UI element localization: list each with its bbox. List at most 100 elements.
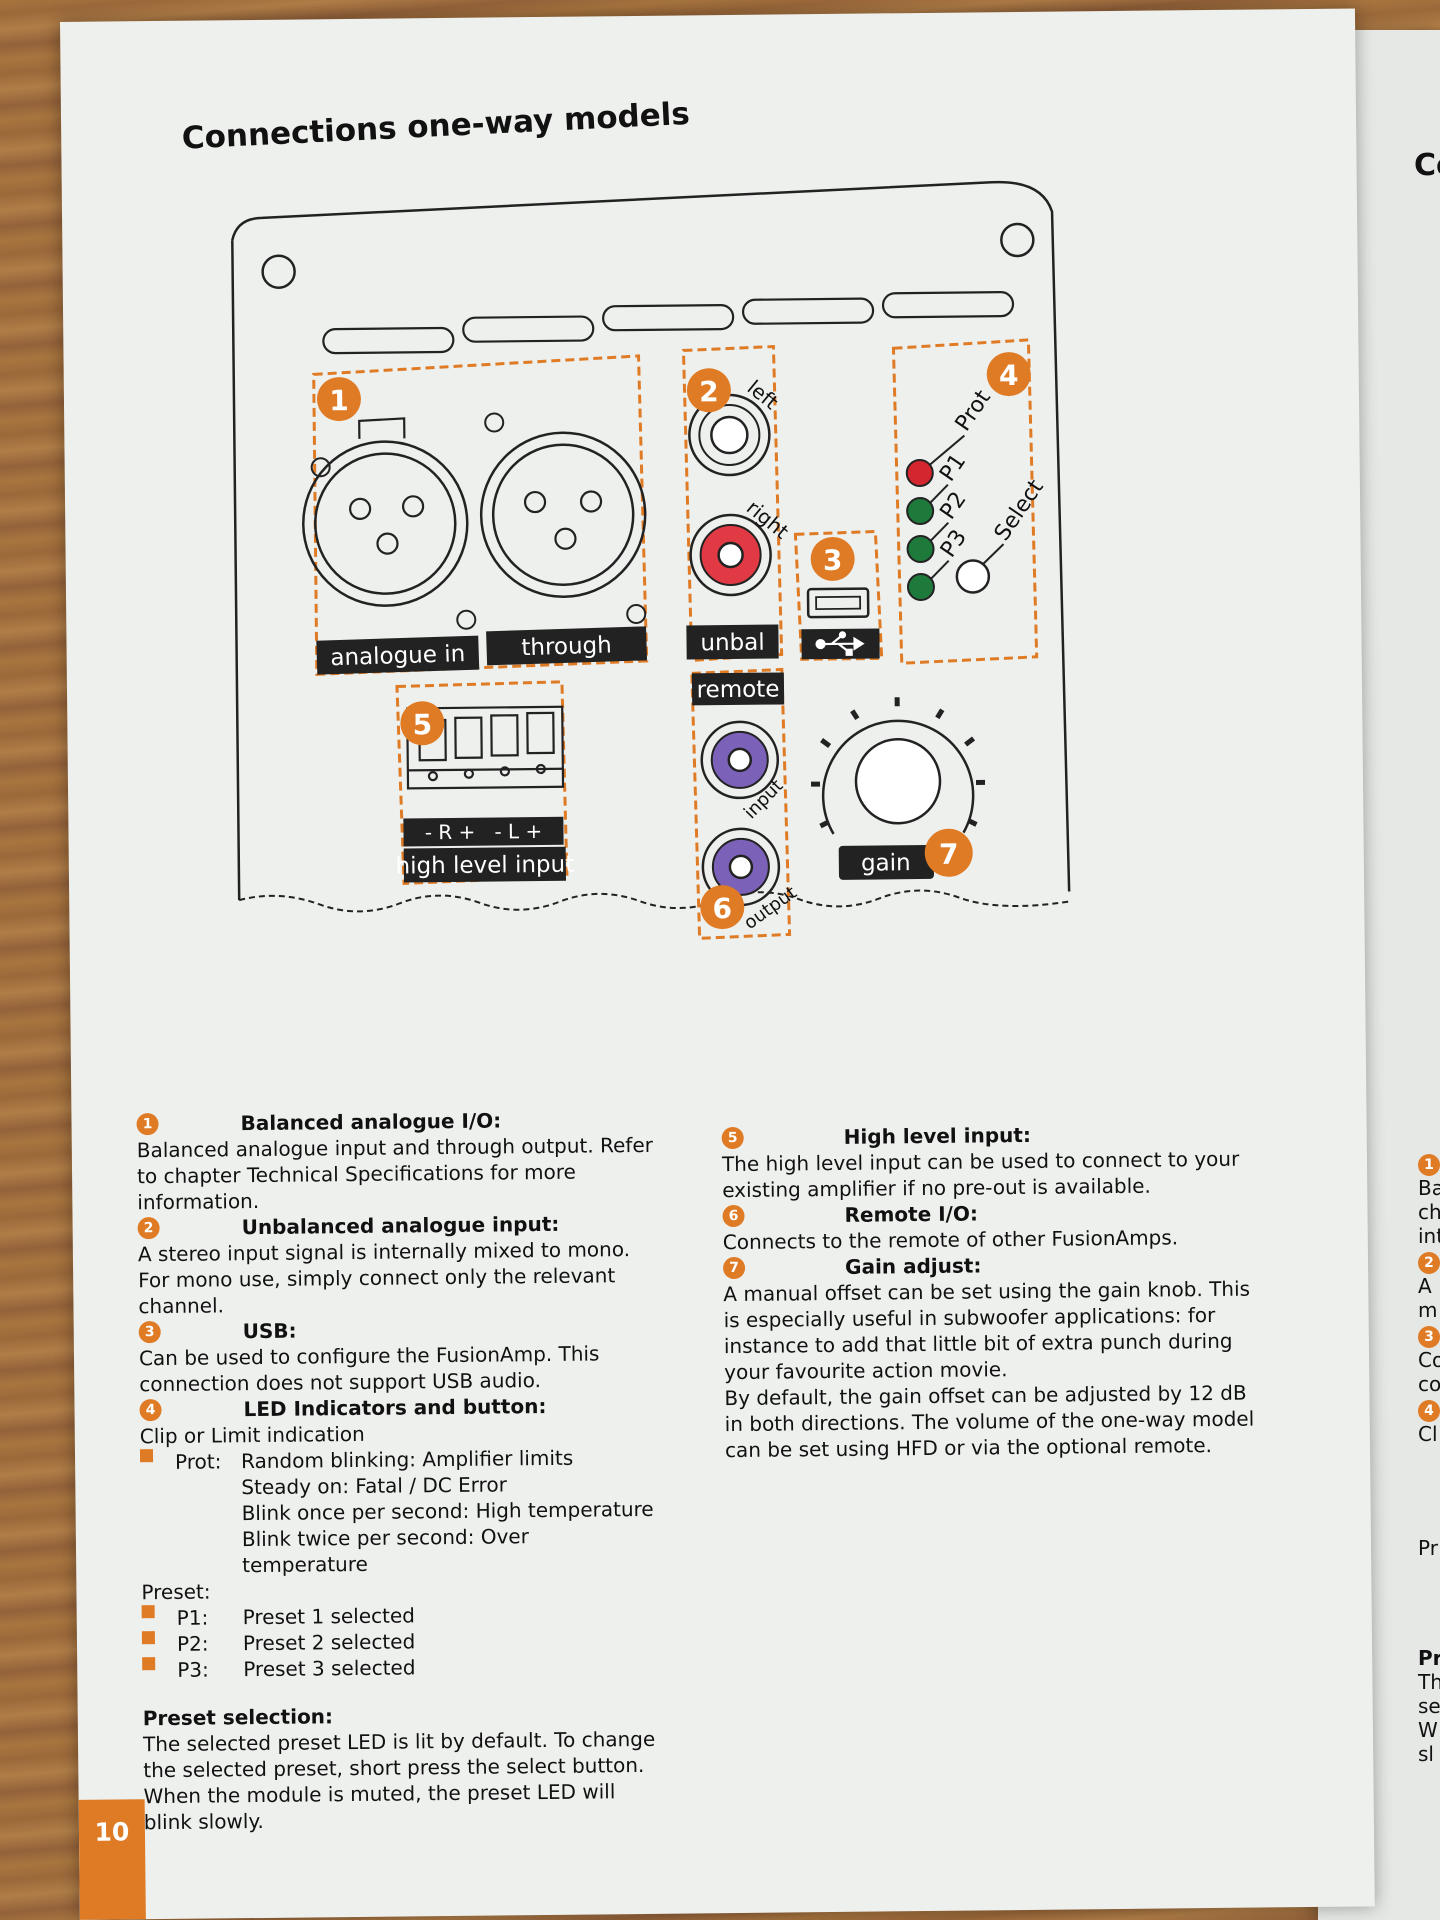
badge-2 bbox=[686, 368, 731, 413]
group-box-4 bbox=[891, 338, 1039, 665]
section-number-badge: 7 bbox=[722, 1256, 746, 1280]
section-number-badge: 1 bbox=[136, 1113, 159, 1136]
gain-scale-ticks bbox=[810, 697, 986, 829]
xlr-through-connector[interactable] bbox=[479, 431, 647, 599]
terminal-block[interactable] bbox=[406, 705, 565, 790]
section-heading: Unbalanced analogue input: bbox=[241, 1211, 560, 1240]
label-unbal: unbal bbox=[700, 630, 765, 657]
panel-cut-edge bbox=[238, 889, 1070, 913]
next-page-text-fragments: 1 Ba ch int 2 A m 3 Co co 4 Cl Pr Pr Th … bbox=[1418, 1150, 1440, 1766]
label-analogue-in: analogue in bbox=[330, 641, 466, 671]
section-number-badge: 5 bbox=[721, 1126, 744, 1150]
label-prot: Prot bbox=[951, 386, 996, 436]
svg-text:4: 4 bbox=[999, 359, 1019, 392]
section-heading: Gain adjust: bbox=[844, 1253, 982, 1279]
section-body: By default, the gain offset can be adjus… bbox=[724, 1380, 1255, 1463]
polarity-label-bg bbox=[403, 816, 564, 847]
section-heading: LED Indicators and button: bbox=[243, 1393, 547, 1422]
right-text-column: 5 High level input: The high level input … bbox=[721, 1119, 1266, 1463]
svg-text:7: 7 bbox=[939, 838, 959, 871]
bullet-square bbox=[142, 1657, 156, 1671]
label-terminal-polarity: - R + - L + bbox=[425, 819, 543, 844]
left-text-column: 1 Balanced analogue I/O: Balanced analogu… bbox=[136, 1106, 664, 1835]
vent-slots bbox=[322, 291, 1015, 355]
label-bg bbox=[403, 846, 567, 883]
section-number-badge: 6 bbox=[722, 1204, 745, 1228]
badge-3 bbox=[810, 536, 855, 581]
svg-text:3: 3 bbox=[823, 544, 843, 577]
group-box-5 bbox=[395, 680, 569, 886]
section-number-badge: 3 bbox=[138, 1321, 161, 1344]
mounting-hole bbox=[1000, 222, 1035, 258]
badge-1 bbox=[316, 377, 361, 422]
gain-knob[interactable] bbox=[854, 738, 942, 825]
section-body: Balanced analogue input and through outp… bbox=[136, 1132, 654, 1215]
remote-input-jack[interactable] bbox=[700, 720, 780, 800]
manual-page: Connections one-way models bbox=[60, 8, 1375, 1920]
label-bg bbox=[686, 624, 779, 660]
preset-item: P3:Preset 3 selected bbox=[142, 1652, 662, 1683]
section-heading: Balanced analogue I/O: bbox=[240, 1108, 502, 1136]
label-left: left bbox=[743, 375, 783, 414]
label-remote: remote bbox=[697, 677, 780, 704]
section-heading: High level input: bbox=[843, 1122, 1032, 1149]
page-title: Connections one-way models bbox=[181, 95, 691, 157]
section-body: Can be used to configure the FusionAmp. … bbox=[138, 1341, 600, 1397]
bullet-square bbox=[141, 1605, 155, 1619]
next-page-badge: 2 bbox=[1418, 1252, 1440, 1274]
preset-selection-body: The selected preset LED is lit by defaul… bbox=[142, 1726, 656, 1835]
panel-outline bbox=[231, 180, 1071, 892]
gain-scale-arc bbox=[821, 719, 975, 835]
label-bg bbox=[316, 635, 480, 675]
prot-line: Blink twice per second: Over temperature bbox=[241, 1524, 529, 1578]
usb-icon bbox=[815, 631, 865, 656]
group-box-2 bbox=[681, 344, 784, 663]
led-p2 bbox=[906, 535, 935, 564]
svg-text:5: 5 bbox=[412, 708, 432, 741]
label-select: Select bbox=[990, 475, 1049, 545]
led-p1 bbox=[906, 497, 935, 526]
led-p3 bbox=[906, 573, 935, 602]
next-page-badge: 1 bbox=[1418, 1154, 1440, 1176]
prot-line: Blink once per second: High temperature bbox=[241, 1496, 654, 1526]
next-page-title-fragment: Co bbox=[1414, 148, 1440, 183]
badge-7 bbox=[924, 828, 973, 877]
led-prot bbox=[905, 459, 934, 488]
rca-left-input[interactable] bbox=[688, 393, 771, 477]
section-body: A stereo input signal is internally mixe… bbox=[137, 1237, 631, 1319]
badge-4 bbox=[986, 352, 1031, 397]
section-heading: USB: bbox=[242, 1318, 297, 1344]
badge-6 bbox=[700, 885, 745, 930]
next-page-badge: 3 bbox=[1418, 1326, 1440, 1348]
label-bg bbox=[838, 844, 934, 880]
svg-text:2: 2 bbox=[699, 375, 719, 408]
section-body: A manual offset can be set using the gai… bbox=[723, 1276, 1251, 1385]
prot-description: Prot: Random blinking: Amplifier limits … bbox=[139, 1444, 661, 1579]
next-page-badge: 4 bbox=[1418, 1400, 1440, 1422]
usb-port[interactable] bbox=[806, 587, 870, 619]
screw-hole bbox=[456, 609, 477, 630]
panel-outline-left bbox=[231, 240, 241, 901]
section-number-badge: 2 bbox=[137, 1217, 160, 1240]
select-button[interactable] bbox=[955, 559, 991, 594]
xlr-input-connector[interactable] bbox=[302, 417, 469, 607]
label-bg bbox=[691, 672, 785, 706]
group-box-3 bbox=[793, 529, 884, 661]
label-high-level-input: high level input bbox=[395, 852, 574, 880]
screw-hole bbox=[626, 603, 647, 624]
rca-right-input[interactable] bbox=[689, 513, 772, 597]
page-number: 10 bbox=[78, 1799, 146, 1920]
section-body: The high level input can be used to conn… bbox=[721, 1146, 1240, 1203]
group-box-6 bbox=[690, 667, 792, 940]
label-gain: gain bbox=[861, 850, 911, 877]
label-through: through bbox=[521, 632, 612, 661]
screw-hole bbox=[484, 412, 505, 433]
mounting-hole bbox=[261, 254, 296, 289]
screw-hole bbox=[310, 457, 331, 478]
svg-text:1: 1 bbox=[329, 384, 349, 417]
svg-text:6: 6 bbox=[712, 892, 732, 925]
section-heading: Remote I/O: bbox=[844, 1201, 979, 1227]
section-number-badge: 4 bbox=[139, 1399, 162, 1422]
bullet-square bbox=[141, 1631, 155, 1645]
label-bg bbox=[486, 626, 648, 666]
